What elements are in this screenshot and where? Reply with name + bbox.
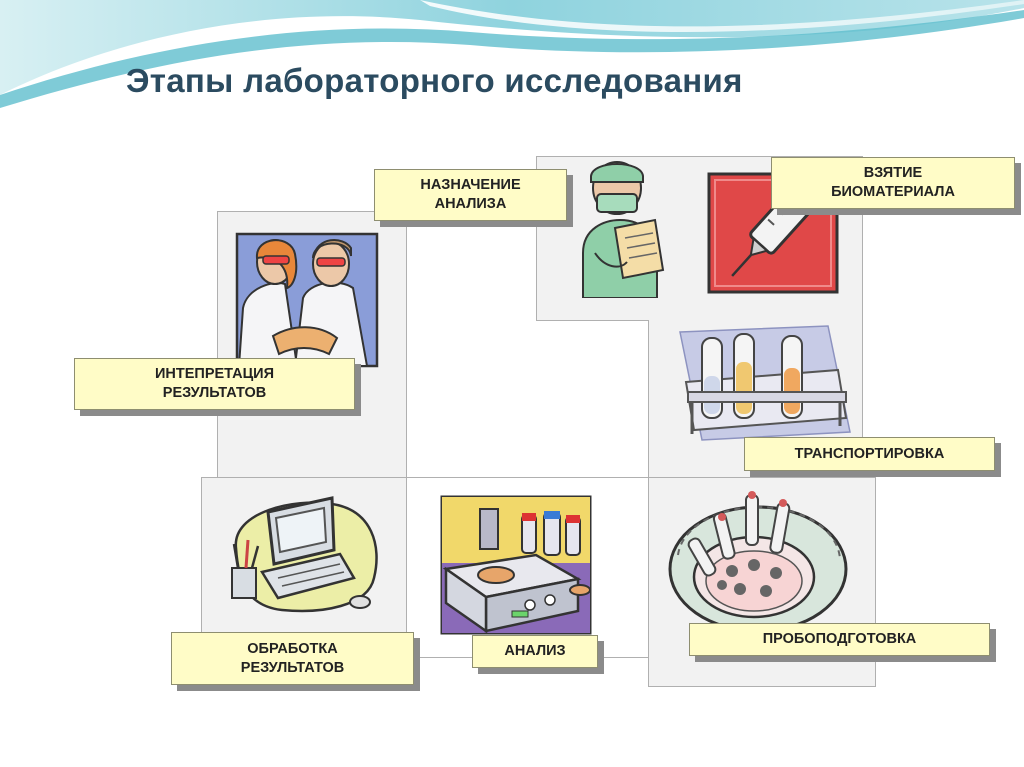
page-title: Этапы лабораторного исследования bbox=[126, 62, 743, 99]
grid-line bbox=[405, 477, 649, 478]
centrifuge-icon bbox=[662, 485, 852, 640]
doctor-with-clipboard-icon bbox=[565, 158, 675, 298]
stage-label-interpretation: ИНТЕПРЕТАЦИЯ РЕЗУЛЬТАТОВ bbox=[74, 358, 355, 410]
stage-label-text: ТРАНСПОРТИРОВКА bbox=[794, 445, 945, 462]
scientists-icon bbox=[233, 228, 380, 368]
stage-label-assignment: НАЗНАЧЕНИЕ АНАЛИЗА bbox=[374, 169, 567, 221]
stage-label-analysis: АНАЛИЗ bbox=[472, 635, 598, 668]
stage-label-text: ОБРАБОТКА РЕЗУЛЬТАТОВ bbox=[240, 640, 345, 676]
stage-label-text: АНАЛИЗ bbox=[504, 643, 566, 659]
stage-label-processing: ОБРАБОТКА РЕЗУЛЬТАТОВ bbox=[171, 632, 414, 685]
test-tubes-rack-icon bbox=[678, 322, 853, 447]
lab-analyzer-icon bbox=[440, 495, 600, 637]
stage-label-sample-preparation: ПРОБОПОДГОТОВКА bbox=[689, 623, 990, 656]
stage-label-sampling: ВЗЯТИЕ БИОМАТЕРИАЛА bbox=[771, 157, 1015, 209]
stage-label-text: ПРОБОПОДГОТОВКА bbox=[762, 631, 917, 647]
stage-label-transportation: ТРАНСПОРТИРОВКА bbox=[744, 437, 995, 471]
stage-label-text: ИНТЕПРЕТАЦИЯ РЕЗУЛЬТАТОВ bbox=[154, 366, 275, 401]
header-wave-decoration bbox=[0, 0, 1024, 108]
stage-label-text: НАЗНАЧЕНИЕ АНАЛИЗА bbox=[420, 177, 521, 212]
computer-icon bbox=[222, 494, 382, 616]
stage-label-text: ВЗЯТИЕ БИОМАТЕРИАЛА bbox=[831, 165, 955, 200]
